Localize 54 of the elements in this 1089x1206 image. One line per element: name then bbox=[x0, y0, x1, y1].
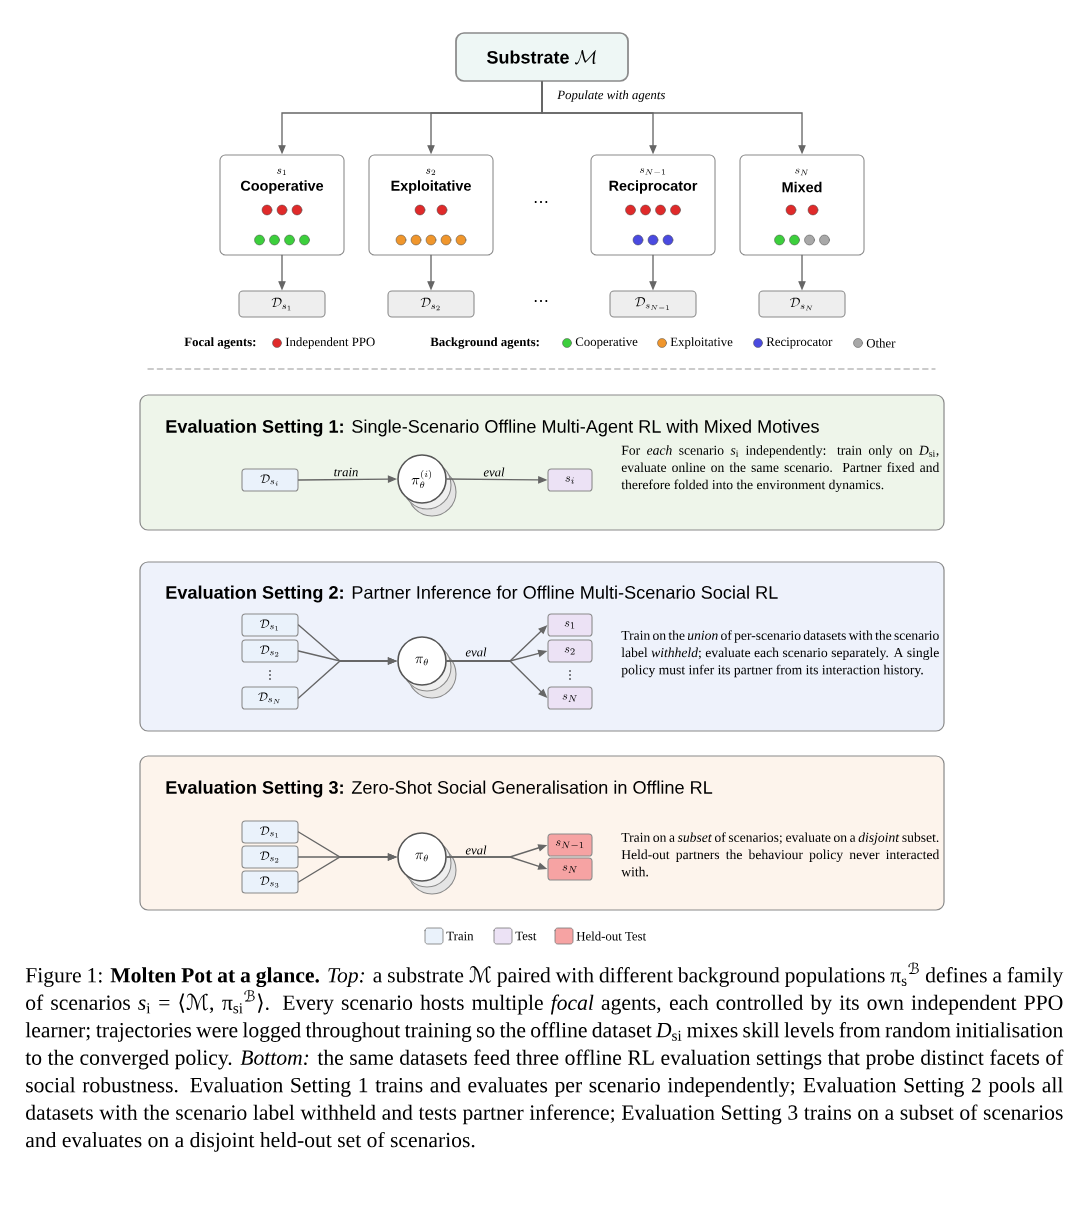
ellipsis: ⋯ bbox=[534, 201, 548, 203]
dataset-box: $\mathcal{D}_{s_N}$ bbox=[241, 686, 299, 710]
edge-label: eval bbox=[482, 466, 506, 478]
scenario-box: $s_N$ bbox=[547, 686, 593, 710]
policy-stack: $\pi_\theta$ bbox=[397, 636, 457, 699]
panel-title: Evaluation Setting 2: Partner Inference for Offline Multi-Scenario Social RL bbox=[166, 585, 778, 603]
scenario-box: $s_2$ bbox=[547, 639, 593, 663]
vertical-ellipsis: ⋮ bbox=[269, 670, 271, 680]
edge-label: eval bbox=[464, 844, 488, 856]
setting-panel bbox=[139, 394, 945, 531]
dataset-box: $\mathcal{D}_{s_2}$ bbox=[241, 639, 299, 663]
dataset-box: $\mathcal{D}_{s_1}$ bbox=[241, 613, 299, 637]
panel-description: Train on the union of per-scenario datasets with the scenario label withheld; evaluate each scenario separately. A single policy must infer its partner from its interaction history. bbox=[621, 630, 939, 678]
legend-heading: Background agents: bbox=[430, 337, 539, 349]
scenario-box: $s_N$ Mixed bbox=[739, 154, 865, 256]
dataset-box: $\mathcal{D}_{s_1}$ bbox=[241, 820, 299, 844]
dataset-box: $\mathcal{D}_{s_i}$ bbox=[241, 468, 299, 492]
dataset-box: $\mathcal{D}_{s_2}$ bbox=[387, 290, 475, 318]
edge-label: train bbox=[332, 466, 360, 478]
scenario-box: $s_{N-1}$ Reciprocator bbox=[590, 154, 716, 256]
annotation-text: Populate with agents bbox=[557, 90, 665, 102]
edge-label: eval bbox=[464, 646, 488, 658]
legend-label: Reciprocator bbox=[766, 337, 833, 349]
panel-title: Evaluation Setting 3: Zero-Shot Social Generalisation in Offline RL bbox=[166, 780, 713, 798]
substrate-box: $\textbf{Substrate}\ \mathcal{M}$ bbox=[455, 32, 629, 82]
dataset-box: $\mathcal{D}_{s_N}$ bbox=[758, 290, 846, 318]
legend-label: Held-out Test bbox=[576, 931, 647, 941]
legend-label: Train bbox=[446, 931, 474, 941]
legend-label: Exploitative bbox=[670, 337, 733, 349]
scenario-box: $s_{N-1}$ bbox=[547, 833, 593, 857]
dataset-box: $\mathcal{D}_{s_1}$ bbox=[238, 290, 326, 318]
vertical-ellipsis: ⋮ bbox=[569, 670, 571, 680]
policy-stack: $\pi_\theta$ bbox=[397, 832, 457, 895]
scenario-box: $s_2$ Exploitative bbox=[368, 154, 494, 256]
scenario-box: $s_1$ Cooperative bbox=[219, 154, 345, 256]
setting-panel bbox=[139, 561, 945, 732]
panel-description: Train on a subset of scenarios; evaluate on a disjoint subset. Held-out partners the behaviour policy never interacted with. bbox=[621, 832, 940, 877]
legend-label: Test bbox=[515, 931, 537, 941]
scenario-box: $s_N$ bbox=[547, 857, 593, 881]
figure-caption: Figure 1: Molten Pot at a glance. Top: a substrate ℳ paired with different background populations π$_{s}$$^{ℬ}$ defines a family of scenarios s$_{i}$ = ⟨ℳ, π$_{si}$$^{ℬ}$⟩. Every scenario hosts multiple focal agents, each controlled by its own independent PPO learner; trajectories were logged throughout training so the offline dataset D$_{si}$ mixes skill levels from random initialisation to the converged policy. Bottom: the same datasets feed three offline RL evaluation settings that probe distinct facets of social robustness. Evaluation Setting 1 trains and evaluates per scenario independently; Evaluation Setting 2 pools all datasets with the scenario label withheld and tests partner inference; Evaluation Setting 3 trains on a subset of scenarios and evaluates on a disjoint held-out set of scenarios. bbox=[25, 962, 1064, 1152]
panel-description: For each scenario s$_{i}$ independently: train only on D$_{si}$, evaluate online on the same scenario. Partner fixed and therefore folded into the environment dynamics. bbox=[621, 445, 940, 493]
scenario-box: $s_i$ bbox=[547, 468, 593, 492]
legend-label: Other bbox=[866, 338, 896, 348]
legend-label: Cooperative bbox=[575, 337, 638, 349]
panel-title: Evaluation Setting 1: Single-Scenario Offline Multi-Agent RL with Mixed Motives bbox=[166, 419, 819, 437]
dataset-box: $\mathcal{D}_{s_{N-1}}$ bbox=[609, 290, 697, 318]
dataset-box: $\mathcal{D}_{s_2}$ bbox=[241, 845, 299, 869]
legend-heading: Focal agents: bbox=[184, 337, 256, 349]
ellipsis: ⋯ bbox=[534, 300, 548, 302]
legend-label: Independent PPO bbox=[285, 337, 375, 349]
policy-stack: $\pi_\theta^{(i)}$ bbox=[397, 454, 457, 517]
scenario-box: $s_1$ bbox=[547, 613, 593, 637]
setting-panel bbox=[139, 755, 945, 911]
dataset-box: $\mathcal{D}_{s_3}$ bbox=[241, 870, 299, 894]
